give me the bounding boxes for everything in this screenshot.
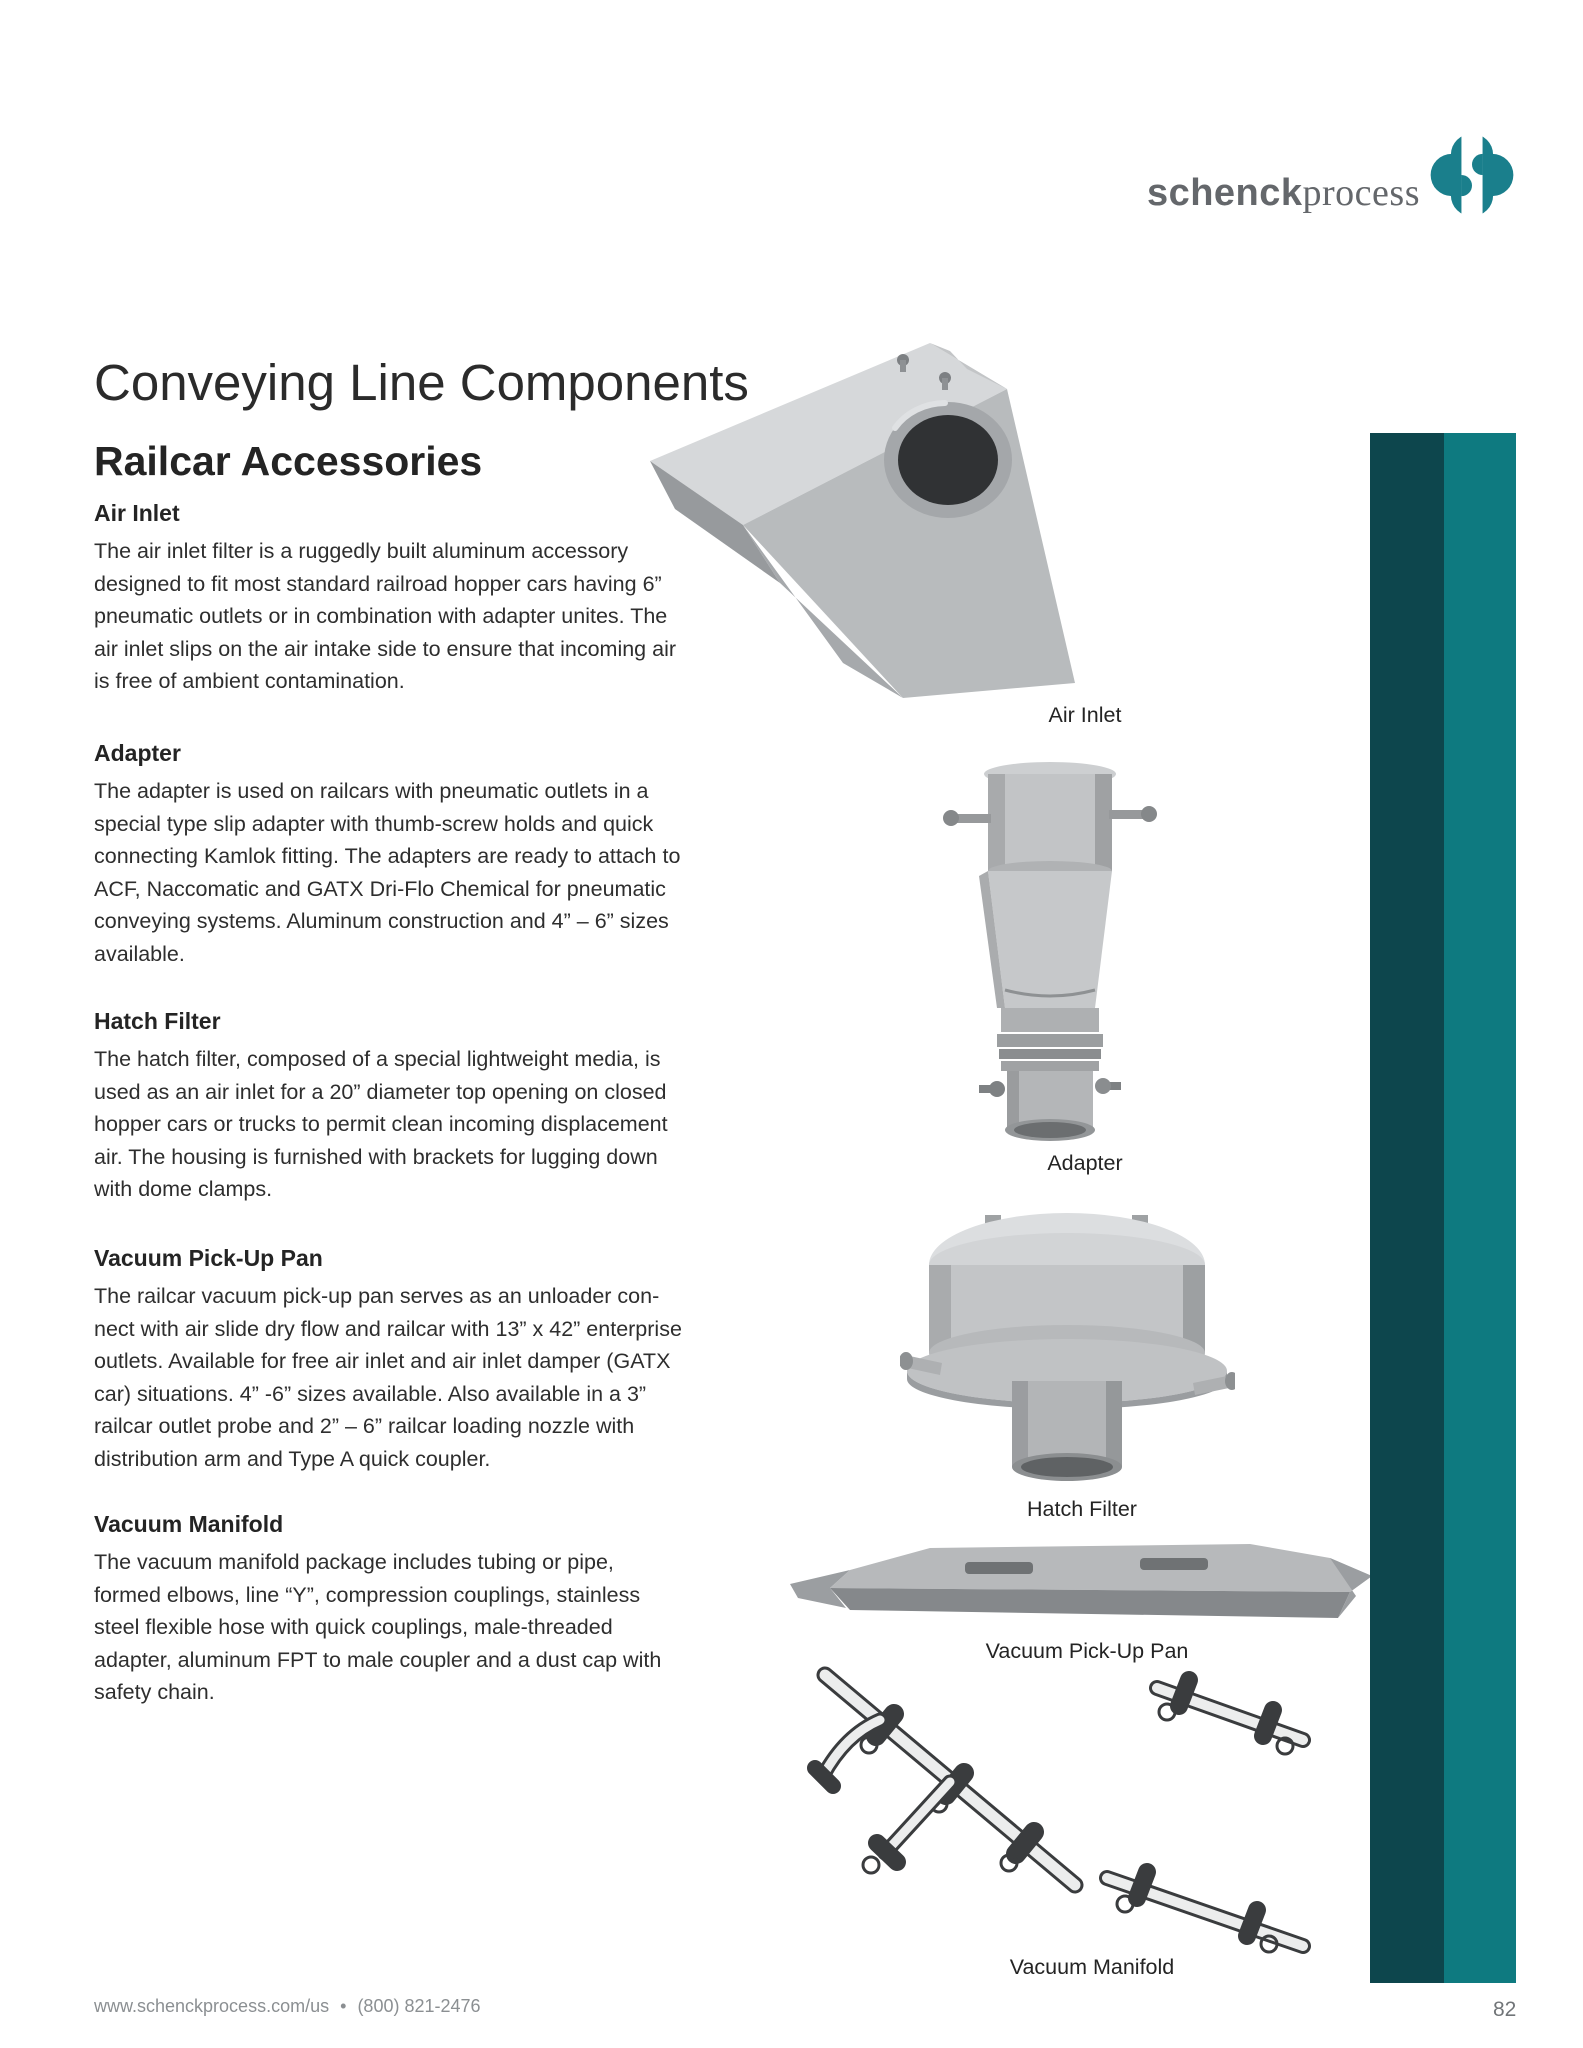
- section-body-hatch-filter: The hatch filter, composed of a special …: [94, 1047, 668, 1202]
- footer-phone: (800) 821-2476: [357, 1996, 481, 2016]
- figure-caption-adapter: Adapter: [1047, 1151, 1123, 1175]
- figure-caption-vacuum-manifold: Vacuum Manifold: [1009, 1955, 1175, 1979]
- page-title: Conveying Line Components: [94, 354, 749, 411]
- section-body-air-inlet: The air inlet filter is a ruggedly built…: [94, 539, 677, 694]
- section-body-vacuum-pickup-pan: The railcar vacuum pick-up pan serves as…: [94, 1284, 682, 1471]
- vacuum-manifold-drawing: [807, 1666, 1311, 1954]
- section-heading-air-inlet: Air Inlet: [94, 500, 180, 526]
- schenck-clover-s-icon: [1430, 131, 1514, 219]
- section-heading-hatch-filter: Hatch Filter: [94, 1008, 221, 1034]
- footer-website: www.schenckprocess.com/us: [94, 1996, 330, 2016]
- footer: www.schenckprocess.com/us • (800) 821-24…: [94, 1996, 487, 2017]
- brand-wordmark-light: process: [1302, 172, 1420, 214]
- air-inlet-photo: [650, 343, 1075, 698]
- vacuum-pickup-pan-photo: [790, 1544, 1372, 1618]
- page-subtitle: Railcar Accessories: [94, 438, 483, 484]
- footer-bullet: •: [340, 1996, 347, 2016]
- section-heading-vacuum-pickup-pan: Vacuum Pick-Up Pan: [94, 1245, 323, 1271]
- accent-bar-dark: [1370, 433, 1444, 1983]
- figure-caption-vacuum-pickup-pan: Vacuum Pick-Up Pan: [985, 1639, 1189, 1663]
- figure-caption-hatch-filter: Hatch Filter: [1027, 1497, 1137, 1521]
- section-heading-adapter: Adapter: [94, 740, 181, 766]
- accent-bar-light: [1444, 433, 1516, 1983]
- section-heading-vacuum-manifold: Vacuum Manifold: [94, 1511, 284, 1537]
- adapter-photo: [943, 762, 1157, 1141]
- figure-caption-air-inlet: Air Inlet: [1048, 703, 1122, 727]
- brand-logo: schenckprocess: [1147, 131, 1517, 219]
- hatch-filter-photo: [900, 1213, 1235, 1481]
- section-body-adapter: The adapter is used on railcars with pne…: [94, 779, 681, 966]
- section-body-vacuum-manifold: The vacuum manifold package includes tub…: [94, 1550, 662, 1705]
- brand-wordmark-bold: schenck: [1146, 172, 1303, 214]
- page-number: 82: [1493, 1998, 1517, 2021]
- brand-wordmark: schenckprocess: [1147, 174, 1420, 219]
